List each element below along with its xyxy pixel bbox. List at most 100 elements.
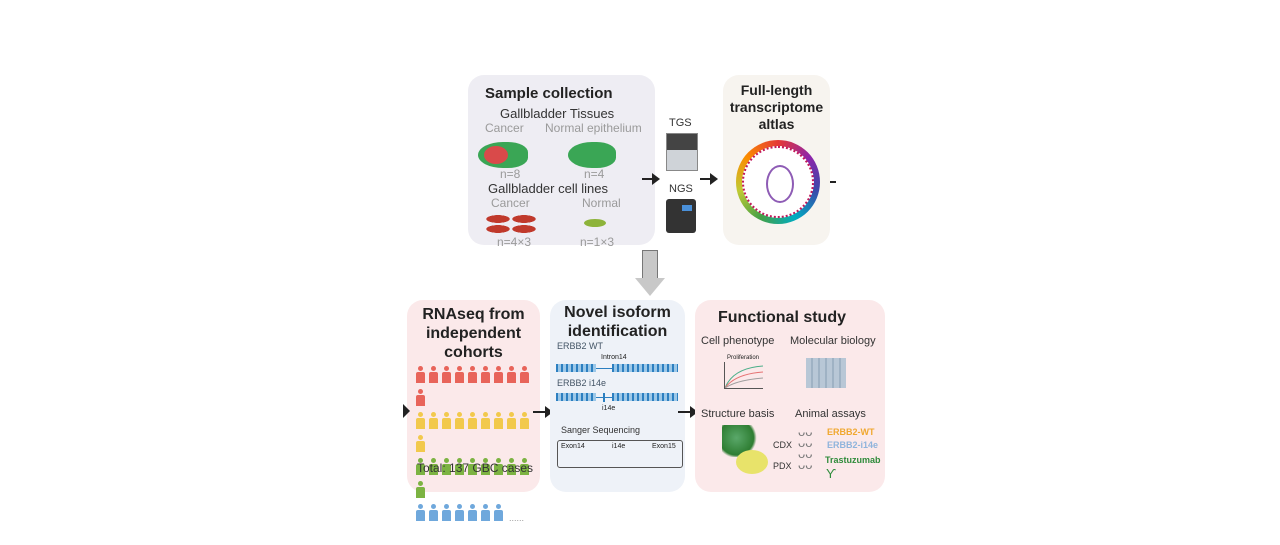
proliferation-curves [724,365,764,389]
person-icon [494,458,503,475]
person-icon [442,458,451,475]
protein-structure-icon [736,450,768,474]
cell-lines-label: Gallbladder cell lines [488,181,608,196]
atlas-title-3: altlas [758,116,795,132]
person-icon [416,412,425,429]
person-icon [429,412,438,429]
erbb2-wt-gene [556,364,596,372]
i14e-exon [596,393,612,402]
arrow-right [678,406,698,418]
arrow-right [533,406,553,418]
cohort-row [414,458,539,504]
rnaseq-title-2: independent [425,325,522,342]
cohort-row: ...... [414,504,539,529]
proliferation-label: Proliferation [727,355,760,361]
sample-collection-title: Sample collection [485,85,613,102]
arrow-right [642,173,660,185]
more-ellipsis: ...... [509,513,525,523]
person-icon [494,366,503,383]
cell-cancer-label: Cancer [491,196,530,210]
intron-line [596,368,612,369]
person-icon [481,366,490,383]
normal-gallbladder-icon [568,142,616,168]
erbb2-i14e-label: ERBB2 i14e [557,378,607,388]
ngs-label: NGS [669,183,693,195]
isoform-title-2: identification [567,323,668,340]
atlas-title-1: Full-length [740,82,813,98]
person-icon [416,435,425,452]
molecular-biology-label: Molecular biology [790,335,876,347]
cancer-gallbladder-icon [478,142,528,168]
n-cancer: n=8 [500,167,521,181]
person-icon [455,504,464,521]
cdx-label: CDX [773,440,793,450]
person-icon [442,504,451,521]
exon14-label: Exon14 [561,443,585,450]
tgs-label: TGS [669,117,692,129]
sanger-label: Sanger Sequencing [561,425,641,435]
rnaseq-title-1: RNAseq from [422,306,525,323]
down-arrow-head [635,278,665,296]
circos-plot [736,140,820,224]
patient-cohort-grid: ...... [414,366,539,529]
dash [830,181,836,183]
left-arrowhead [403,404,410,418]
ngs-sequencer-icon [666,199,696,233]
person-icon [442,412,451,429]
person-icon [520,366,529,383]
person-icon [507,366,516,383]
erbb2-wt-gene [612,364,678,372]
erbb2-i14e-gene [556,393,596,401]
atlas-title-2: transcriptome [729,99,824,115]
western-blot-icon [806,358,846,388]
person-icon [468,504,477,521]
erbb2-wt-label: ERBB2 WT [557,341,604,351]
tgs-sequencer-icon [666,133,698,171]
person-icon [507,458,516,475]
intron14-label: Intron14 [601,354,627,361]
person-icon [416,458,425,475]
person-icon [429,458,438,475]
arrow-right [700,173,718,185]
person-icon [481,412,490,429]
person-icon [494,412,503,429]
i14e-label: i14e [602,405,616,412]
isoform-title: Novel isoform identification [550,303,685,341]
n-cell-normal: n=1×3 [580,235,615,249]
animal-assays-label: Animal assays [795,408,866,420]
person-icon [455,412,464,429]
person-icon [468,458,477,475]
i14e-seq-label: i14e [612,443,626,450]
person-icon [416,389,425,406]
cell-phenotype-label: Cell phenotype [701,335,775,347]
antibody-icon: ϒ [826,466,837,481]
normal-cell-icon [584,219,606,227]
cancer-cells-icon [486,214,538,234]
person-icon [468,366,477,383]
erbb2-i14e-label: ERBB2-i14e [827,440,879,450]
trastuzumab-label: Trastuzumab [825,455,881,465]
person-icon [481,458,490,475]
n-cell-cancer: n=4×3 [497,235,532,249]
person-icon [416,504,425,521]
tissue-cancer-label: Cancer [485,121,524,135]
person-icon [494,504,503,521]
person-icon [455,366,464,383]
person-icon [455,458,464,475]
isoform-title-1: Novel isoform [564,304,671,321]
person-icon [507,412,516,429]
person-icon [520,458,529,475]
cell-normal-label: Normal [582,196,621,210]
functional-panel [695,300,885,492]
n-normal: n=4 [584,167,605,181]
sanger-chromatogram [557,440,683,468]
cohort-row [414,412,539,458]
person-icon [481,504,490,521]
person-icon [429,504,438,521]
down-arrow [642,250,658,280]
person-icon [416,481,425,498]
rnaseq-total: Total: 137 GBC cases [417,461,534,475]
person-icon [442,366,451,383]
